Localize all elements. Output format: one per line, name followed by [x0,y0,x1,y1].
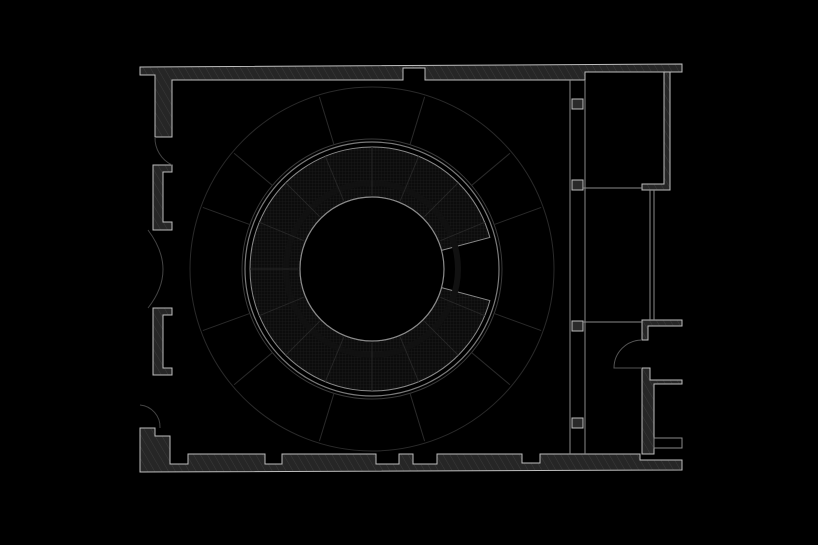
radial-divider [409,393,426,442]
radial-divider [202,312,251,332]
radial-divider [493,206,542,226]
radial-divider [471,352,511,386]
radial-divider [409,96,426,145]
right-room-wall [641,71,671,191]
left-wall-segment [152,307,173,376]
columns [571,98,584,429]
bottom-wall [139,427,683,473]
radial-divider [233,352,273,386]
partitions [139,80,683,454]
top-wall [139,63,683,138]
radial-divider [202,206,251,226]
ring-line [244,141,500,397]
seating-aisle [324,156,345,201]
column [571,417,584,429]
seating-aisle [440,296,485,317]
seating-aisle [440,221,485,242]
radial-divider [233,152,273,186]
seating-aisle [399,156,420,201]
seating-aisle [285,182,321,218]
column [571,320,584,332]
radial-divider [318,393,335,442]
radial-divider [493,312,542,332]
ring-outer [241,138,503,400]
radial-divider [318,96,335,145]
left-wall-segment [152,164,173,231]
seating-aisle [423,320,459,356]
right-room-wall [641,367,683,455]
right-room-wall [641,319,683,341]
seating-aisle [259,296,304,317]
radial-divider [471,152,511,186]
stage-circle [299,196,445,342]
walls [139,63,683,473]
column [571,179,584,191]
column [571,98,584,110]
outer-circle [189,86,555,452]
seating-aisle [285,320,321,356]
seating-aisle [324,337,345,382]
seating-aisle [423,182,459,218]
seating-aisle [259,221,304,242]
circular-auditorium [189,86,555,452]
seating-aisle [399,337,420,382]
